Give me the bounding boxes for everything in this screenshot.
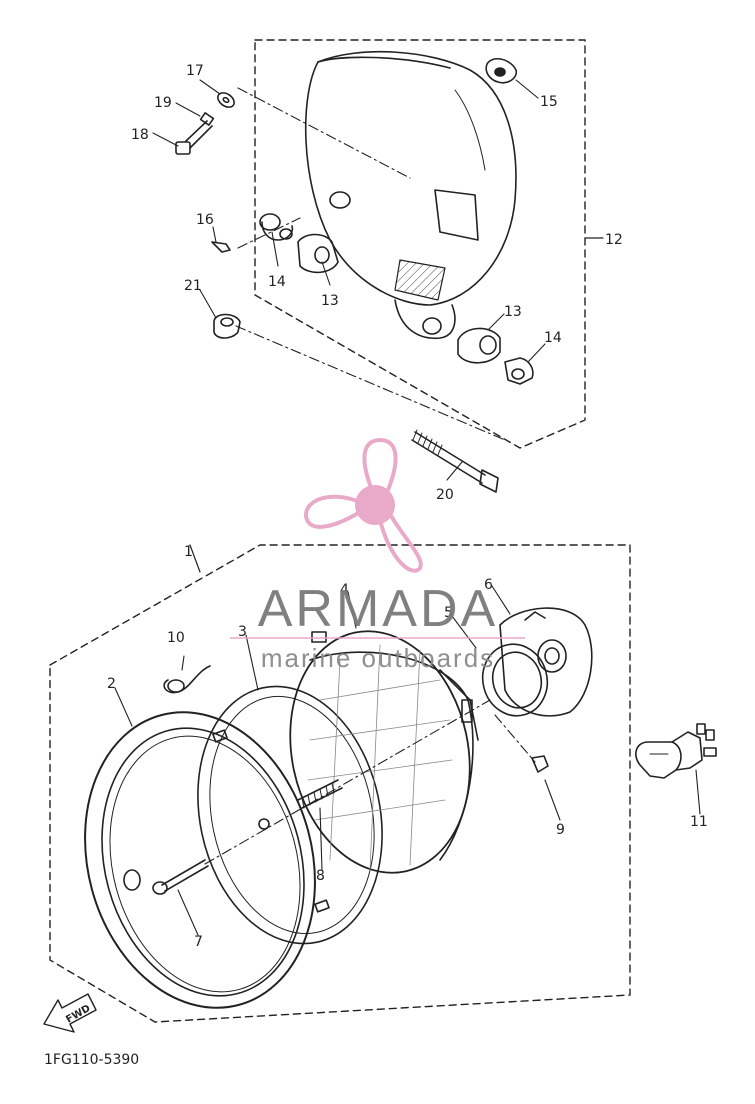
screw-7 [152, 859, 209, 895]
callout-20: 20 [436, 487, 454, 503]
collar-14-right [504, 357, 534, 385]
callout-17: 17 [186, 63, 204, 79]
bolt-20 [411, 429, 499, 493]
watermark: ARMADA marine outboards [230, 437, 525, 673]
washer-17 [217, 92, 235, 108]
grommet-15 [485, 57, 518, 84]
callout-18: 18 [131, 127, 149, 143]
bolt-18 [175, 120, 213, 155]
forward-arrow-icon [43, 993, 97, 1033]
screw-9 [531, 755, 549, 773]
callout-12: 12 [605, 232, 623, 248]
callout-14-left: 14 [268, 274, 286, 290]
callout-5: 5 [444, 605, 453, 621]
callout-8: 8 [316, 868, 325, 884]
callout-13-left: 13 [321, 293, 339, 309]
callout-19: 19 [154, 95, 172, 111]
callout-11: 11 [690, 814, 708, 830]
callout-7: 7 [194, 934, 203, 950]
callout-15: 15 [540, 94, 558, 110]
nut-19 [199, 112, 215, 126]
callout-14-right: 14 [544, 330, 562, 346]
callout-3: 3 [238, 624, 247, 640]
forward-label: FWD [64, 1003, 92, 1026]
clip-16 [211, 241, 231, 253]
housing-group-outline [254, 39, 604, 449]
collar-14-left [259, 213, 294, 241]
callout-16: 16 [196, 212, 214, 228]
callout-labels: 17 19 18 16 14 13 21 15 12 13 14 20 1 2 … [107, 63, 708, 950]
socket-seal-5 [481, 643, 549, 717]
ring-3 [197, 685, 383, 945]
bulb-cover-6 [499, 607, 593, 717]
leader-lines-lower [114, 585, 701, 936]
callout-9: 9 [556, 822, 565, 838]
callout-13-right: 13 [504, 304, 522, 320]
wire-clip-10 [163, 665, 211, 694]
watermark-tagline: marine outboards [261, 643, 495, 673]
callout-10: 10 [167, 630, 185, 646]
bulb-11 [635, 723, 717, 779]
rim-2 [84, 711, 316, 1009]
callout-1: 1 [184, 544, 193, 560]
bush-13-left [297, 233, 339, 274]
leader-lines-upper [152, 79, 546, 481]
headlight-unit-group-outline [49, 544, 631, 1023]
propeller-logo-icon [304, 437, 423, 573]
diagram-code: 1FG110-5390 [44, 1052, 139, 1068]
headlight-housing [304, 50, 517, 340]
callout-21: 21 [184, 278, 202, 294]
callout-2: 2 [107, 676, 116, 692]
callout-4: 4 [340, 582, 349, 598]
watermark-brand: ARMADA [258, 580, 498, 638]
bush-13-right [457, 327, 501, 364]
lens-reflector-4 [289, 630, 479, 874]
nut-21 [213, 313, 241, 339]
callout-6: 6 [484, 577, 493, 593]
